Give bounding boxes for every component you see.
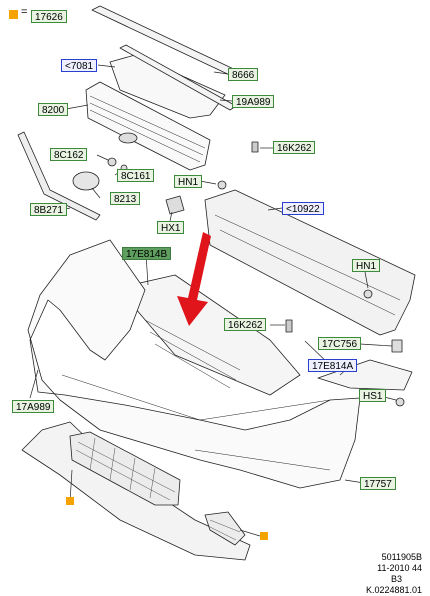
clip-17c756 — [391, 339, 403, 353]
reference-code-2: 11-2010 44 — [377, 563, 422, 573]
label-16k262-lower[interactable]: 16K262 — [224, 318, 267, 331]
left-chrome-trim — [17, 131, 101, 221]
legend-equals: = — [21, 6, 28, 18]
label-8213[interactable]: 8213 — [110, 192, 141, 205]
reference-code-3: B3 — [390, 574, 402, 584]
bumper-reinforcement-beam — [204, 189, 416, 336]
label-hs1[interactable]: HS1 — [359, 389, 387, 402]
bumper-support-bracket — [117, 274, 301, 396]
screw-hs1 — [395, 397, 405, 407]
clip-8c162 — [107, 157, 117, 167]
lower-grille-mesh — [69, 431, 181, 506]
screw-16k262-upper — [251, 141, 259, 153]
label-8200[interactable]: 8200 — [38, 103, 69, 116]
right-lower-grille — [204, 511, 246, 546]
nut-hn1-upper — [217, 180, 227, 190]
label-17a989[interactable]: 17A989 — [12, 400, 55, 413]
nut-hn1-right — [363, 289, 373, 299]
label-7081[interactable]: <7081 — [61, 59, 98, 72]
label-17626[interactable]: 17626 — [31, 10, 67, 23]
label-8b271[interactable]: 8B271 — [30, 203, 67, 216]
label-17e814b[interactable]: 17E814B — [122, 247, 172, 260]
front-emblem — [72, 171, 100, 191]
label-8666[interactable]: 8666 — [228, 68, 259, 81]
legend-marker — [9, 10, 18, 19]
label-8c162[interactable]: 8C162 — [50, 148, 88, 161]
screw-16k262-lower — [285, 319, 293, 333]
grille-badge — [118, 132, 138, 144]
label-hn1-right[interactable]: HN1 — [352, 259, 381, 272]
label-hn1-upper[interactable]: HN1 — [174, 175, 203, 188]
label-17c756[interactable]: 17C756 — [318, 337, 362, 350]
right-bumper-bracket — [317, 359, 413, 391]
reference-code-4: K.0224881.01 — [365, 585, 422, 595]
label-16k262-upper[interactable]: 16K262 — [273, 141, 316, 154]
label-10922[interactable]: <10922 — [282, 202, 324, 215]
upper-grille — [85, 81, 211, 171]
front-bumper-cover — [27, 239, 361, 489]
label-17e814a[interactable]: 17E814A — [308, 359, 358, 372]
marker-right-grille — [260, 532, 268, 540]
bracket-hx1 — [165, 195, 185, 215]
label-19a989[interactable]: 19A989 — [232, 95, 275, 108]
label-17757[interactable]: 17757 — [360, 477, 396, 490]
label-8c161[interactable]: 8C161 — [117, 169, 155, 182]
marker-lower-grille — [66, 497, 74, 505]
reference-code-1: 5011905B — [381, 552, 422, 562]
label-hx1[interactable]: HX1 — [157, 221, 185, 234]
highlight-arrow — [177, 232, 211, 326]
